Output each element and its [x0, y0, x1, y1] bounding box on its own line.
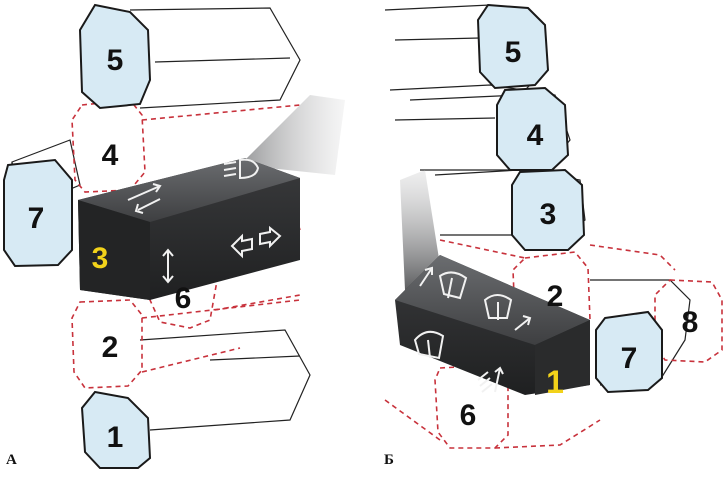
panel-b-dashed-outlines	[384, 239, 723, 449]
position-3-b: 3	[511, 168, 586, 251]
panel-a: 5 4 7 3 6 2 1	[3, 3, 345, 469]
svg-text:7: 7	[28, 202, 45, 235]
svg-text:4: 4	[527, 119, 544, 152]
svg-text:3: 3	[92, 242, 109, 275]
panel-b-caption: Б	[384, 452, 394, 468]
position-7-b: 7	[595, 310, 663, 394]
position-4: 4	[102, 139, 119, 172]
washer-arrow-icon	[477, 366, 504, 393]
turn-signal-arrows-icon	[230, 225, 282, 259]
position-4-b: 4	[496, 86, 570, 171]
position-1-b: 1	[546, 364, 564, 400]
wiper-intermittent-icon	[514, 315, 532, 331]
svg-text:1: 1	[107, 421, 124, 454]
position-8-b: 8	[682, 306, 699, 339]
svg-text:5: 5	[505, 36, 522, 69]
position-5: 5	[78, 3, 152, 110]
svg-text:2: 2	[102, 331, 119, 364]
position-6-b: 6	[460, 399, 477, 432]
position-8-outline	[654, 279, 723, 363]
windshield-wiper-icon	[413, 330, 445, 360]
position-6-outline	[149, 244, 219, 329]
position-3: 3	[92, 242, 109, 275]
right-stalk-icons	[413, 266, 532, 393]
svg-text:6: 6	[460, 399, 477, 432]
svg-text:2: 2	[547, 280, 564, 313]
left-stalk-icons	[127, 158, 282, 284]
vertical-double-arrow-icon	[162, 248, 174, 284]
position-1: 1	[80, 390, 152, 469]
wiper-up-arrow-icon	[419, 266, 468, 300]
position-2: 2	[102, 331, 119, 364]
svg-text:3: 3	[540, 198, 557, 231]
svg-text:1: 1	[546, 364, 564, 400]
arrows-up-down-diagonal-icon	[127, 183, 162, 214]
panel-b: 5 4 3 2 8 7 1 6	[384, 3, 723, 449]
position-2-outline	[71, 299, 143, 389]
position-6: 6	[175, 282, 192, 315]
left-stalk	[78, 95, 345, 300]
position-7: 7	[3, 158, 73, 268]
position-5-b: 5	[476, 3, 550, 90]
svg-text:6: 6	[175, 282, 192, 315]
svg-text:8: 8	[682, 306, 699, 339]
rear-wiper-icon	[483, 294, 513, 320]
headlight-high-beam-icon	[223, 158, 260, 180]
svg-text:5: 5	[107, 44, 124, 77]
svg-text:4: 4	[102, 139, 119, 172]
svg-text:7: 7	[621, 342, 638, 375]
panel-a-caption: А	[6, 452, 17, 468]
position-2-b: 2	[547, 280, 564, 313]
